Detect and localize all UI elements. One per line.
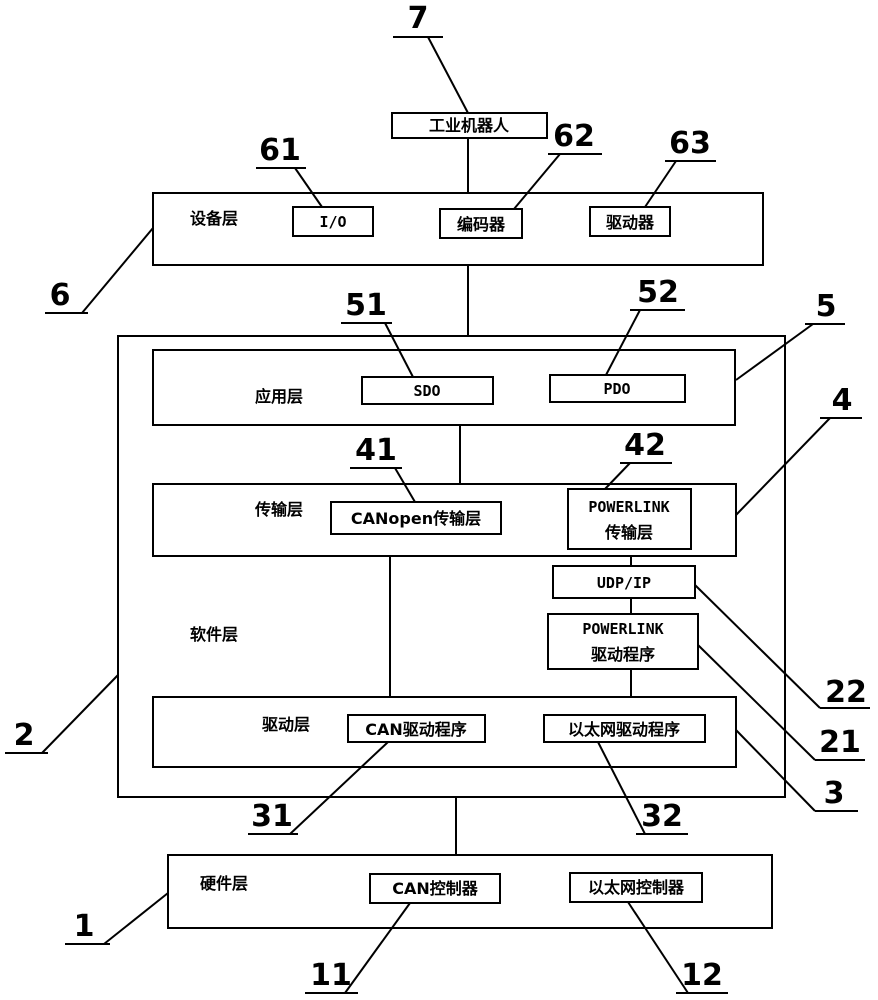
- driver-box: [589, 206, 671, 237]
- encoder-label: 编码器: [457, 215, 506, 234]
- ref-31-leader: [289, 741, 389, 835]
- ref-12: 12: [681, 958, 723, 993]
- ref-41-leader: [394, 467, 416, 503]
- ref-11-leader: [344, 902, 411, 994]
- ref-21-leader: [697, 644, 816, 761]
- ref-63: 63: [669, 126, 711, 161]
- ref-2: 2: [14, 718, 35, 753]
- ref-11: 11: [310, 958, 352, 993]
- hardware-layer-label: 硬件层: [200, 874, 248, 893]
- udp-ip-label: UDP/IP: [597, 574, 651, 592]
- io-label: I/O: [319, 213, 346, 231]
- ref-61-leader: [294, 167, 323, 208]
- ref-7-leader: [427, 36, 469, 114]
- pdo-label: PDO: [603, 380, 630, 398]
- ref-21: 21: [819, 725, 861, 760]
- pdo-box: [549, 374, 686, 403]
- ethernet-controller-box: [569, 872, 703, 903]
- canopen-transport-box: [330, 501, 502, 535]
- application-layer-label: 应用层: [255, 387, 303, 406]
- ref-32-leader: [597, 741, 646, 835]
- ethernet-driver-label: 以太网驱动程序: [568, 720, 680, 739]
- ref-6-leader: [81, 227, 154, 314]
- robot-box: [391, 112, 548, 139]
- can-driver-box: [347, 714, 486, 743]
- ref-41: 41: [355, 433, 397, 468]
- ref-31: 31: [251, 799, 293, 834]
- ref-52-leader: [605, 309, 641, 376]
- ref-3-leader: [735, 729, 816, 812]
- ref-1-leader: [103, 892, 169, 945]
- canopen-transport-label: CANopen传输层: [351, 509, 481, 528]
- ref-5-leader: [735, 323, 814, 381]
- powerlink-transport-line2: 传输层: [604, 523, 653, 542]
- ethernet-controller-label: 以太网控制器: [588, 878, 685, 897]
- ref-51: 51: [345, 288, 387, 323]
- powerlink-driver-box: [547, 613, 699, 670]
- ref-4-leader: [735, 417, 831, 516]
- ethernet-driver-box: [543, 714, 706, 743]
- ref-3: 3: [824, 776, 845, 811]
- ref-22: 22: [825, 675, 867, 710]
- ref-63-leader: [644, 160, 677, 208]
- device-layer-label: 设备层: [190, 209, 238, 228]
- ref-6: 6: [50, 278, 71, 313]
- powerlink-transport-box: [567, 488, 692, 550]
- ref-32: 32: [641, 799, 683, 834]
- software-layer-box: [117, 335, 786, 798]
- ref-5: 5: [816, 289, 837, 324]
- ref-2-leader: [41, 674, 119, 754]
- ref-22-leader: [694, 584, 821, 709]
- udp-ip-box: [552, 565, 696, 599]
- sdo-label: SDO: [413, 382, 440, 400]
- software-layer-label: 软件层: [190, 625, 238, 644]
- ref-62: 62: [553, 119, 595, 154]
- ref-62-leader: [513, 153, 561, 210]
- ref-42: 42: [624, 428, 666, 463]
- transport-layer-label: 传输层: [254, 500, 303, 519]
- powerlink-driver-line2: 驱动程序: [591, 645, 655, 664]
- ref-7: 7: [408, 1, 429, 36]
- powerlink-driver-line1: POWERLINK: [582, 620, 663, 638]
- ref-51-leader: [384, 322, 414, 378]
- powerlink-transport-line1: POWERLINK: [588, 498, 669, 516]
- can-controller-box: [369, 873, 501, 904]
- can-driver-label: CAN驱动程序: [365, 720, 467, 739]
- ref-12-leader: [627, 901, 689, 994]
- ref-1: 1: [74, 909, 95, 944]
- sdo-box: [361, 376, 494, 405]
- driver-layer-label: 驱动层: [262, 715, 310, 734]
- ref-4: 4: [832, 383, 853, 418]
- ref-42-leader: [604, 462, 631, 490]
- reference-callouts: 7 61 62 63 6 51 52 5 4: [5, 1, 870, 994]
- robot-label: 工业机器人: [429, 116, 510, 135]
- encoder-box: [439, 208, 523, 239]
- can-controller-label: CAN控制器: [392, 879, 479, 898]
- driver-label: 驱动器: [606, 213, 655, 232]
- connectors: [389, 138, 632, 855]
- ref-52: 52: [637, 275, 679, 310]
- io-box: [292, 206, 374, 237]
- ref-61: 61: [259, 133, 301, 168]
